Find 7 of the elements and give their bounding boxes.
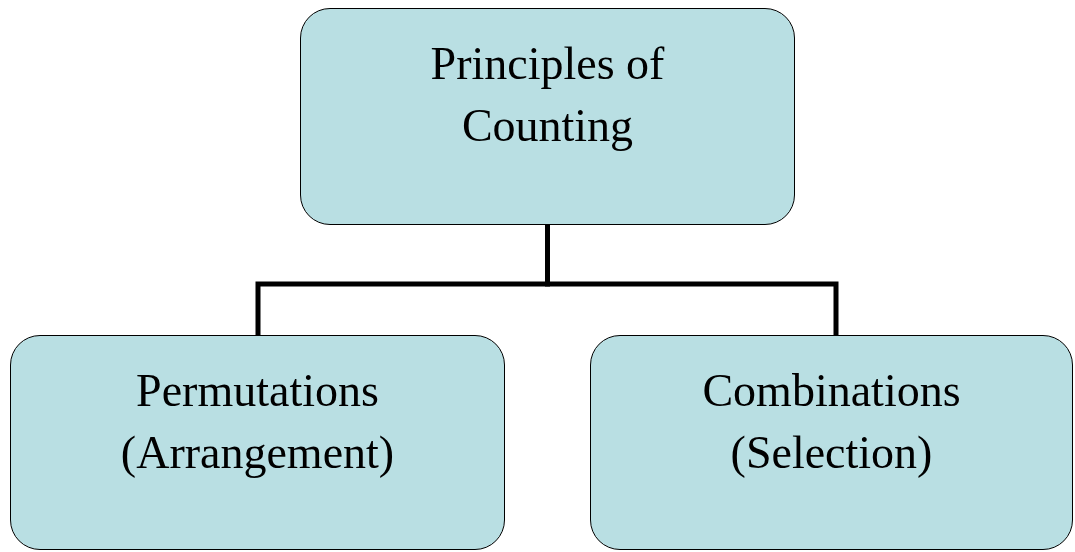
process-box	[10, 335, 505, 550]
process-box	[300, 8, 795, 225]
connector-line	[545, 225, 839, 335]
box-label: Permutations (Arrangement)	[119, 364, 396, 480]
box-label: Principles of Counting	[429, 37, 666, 153]
process-box	[590, 335, 1073, 550]
box-label: Combinations (Selection)	[701, 364, 962, 480]
